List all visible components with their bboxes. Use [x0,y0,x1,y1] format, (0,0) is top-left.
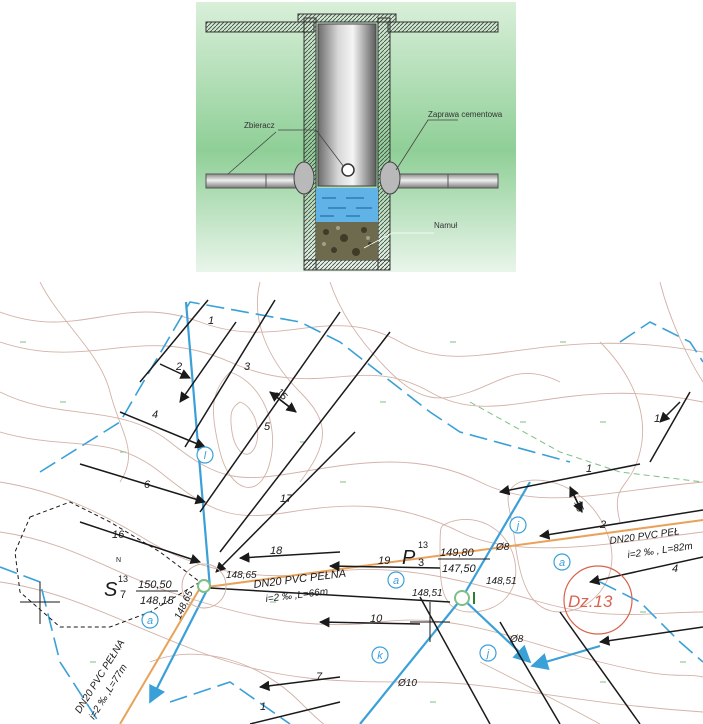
collector-letter-a-2: a [393,575,399,587]
parcel-boundaries [0,301,703,724]
water-layer [316,188,378,222]
ground-layer-right [387,21,499,33]
collector-mark-k [371,646,389,664]
green-boundary [469,401,703,483]
pipe-orange-main [199,519,703,589]
drain-label: 4 [152,409,158,421]
collector-letter-j-2: j [485,648,490,660]
drain-label: 5 [264,421,271,433]
collector-letter-j-1: j [515,520,520,532]
collector-hole [341,163,355,177]
collector-letter-k: k [377,650,383,662]
survey-marks [20,582,450,642]
shaft-lid [297,13,397,23]
well-P-elev-top: 149,80 [440,547,475,559]
leader-zbieracz [278,129,345,168]
well-S-sup: 13 [118,574,128,584]
diameter-label: Ø8 [509,634,524,645]
ground-layer-left [205,21,315,33]
diameter-label: Ø10 [397,678,417,689]
drain-label: 1 [208,315,214,327]
north-mark: N [116,557,121,564]
drainage-plan-map: Dz.13 l a a a k j j 1 2 3 4 5 6 7 10 16 … [0,282,703,724]
drains [79,299,703,724]
collector-mark-a-2 [387,571,405,589]
drain-label: 3 [244,361,251,373]
plot-circle [563,565,633,635]
shaft-wall-right [377,17,391,271]
collector-mark-a-3 [553,553,571,571]
well-cross-section: Zbieracz Zaprawa cementowa Namuł [196,2,516,272]
well-P-in: 148,51 [412,588,443,599]
drain-label: 2 [599,519,606,531]
well-S-num: 7 [120,589,126,601]
label-zbieracz: Zbieracz [244,121,275,130]
drain-label: 1 [586,463,592,475]
diameter-label: Ø8 [495,542,510,553]
collector-letter-a-3: a [559,557,565,569]
well-P-letter: P [402,547,416,569]
spacing-label: 15 [571,499,585,514]
drain-label: 6 [144,479,151,491]
sediment-layer [316,222,378,260]
well-P3[interactable] [454,590,470,606]
drain-pipe-left [205,173,307,189]
collector-letter-a-1: a [147,615,153,627]
drain-label: 16 [112,529,125,541]
collector-mark-l [196,446,214,464]
collector-letter-l: l [204,450,207,462]
collector-mark-a-1 [141,611,159,629]
well-S-elev-bot: 148,15 [140,595,175,607]
drain-label: 2 [175,361,182,373]
shaft-bottom [303,259,391,271]
drain-label: 4 [672,563,678,575]
drain-label: 1 [260,701,266,713]
plot-label: Dz.13 [568,592,613,611]
well-S-elev-top: 150,50 [138,579,173,591]
well-S-out: 148,65 [226,570,257,581]
well-P-out: 148,51 [486,576,517,587]
well-P-sup: 13 [418,540,428,550]
mortar-right [379,161,401,195]
collector-mark-j-2 [479,644,497,662]
well-S-letter: S [104,579,118,601]
drain-label: 7 [316,671,323,683]
collector-pipe [317,23,377,187]
drain-label: 10 [370,613,383,625]
well-P-elev-bot: 147,50 [442,563,477,575]
drain-label: 18 [270,545,283,557]
leader-zaprawa [395,119,458,171]
drain-label: 17 [280,493,293,505]
leader-zbieracz-pipe [227,131,277,175]
well-P-num: 3 [418,557,424,569]
label-namul: Namuł [434,221,457,230]
pipe-orange-south [119,587,201,724]
drain-label: 19 [378,555,390,567]
shaft-wall-left [303,17,317,271]
drain-label: 1 [654,413,660,425]
leader-namul [363,232,434,249]
drain-pipe-right [387,173,499,189]
collector-mark-j-1 [509,516,527,534]
label-zaprawa: Zaprawa cementowa [428,110,503,119]
well-S7[interactable] [197,579,211,593]
mortar-left [293,161,315,195]
